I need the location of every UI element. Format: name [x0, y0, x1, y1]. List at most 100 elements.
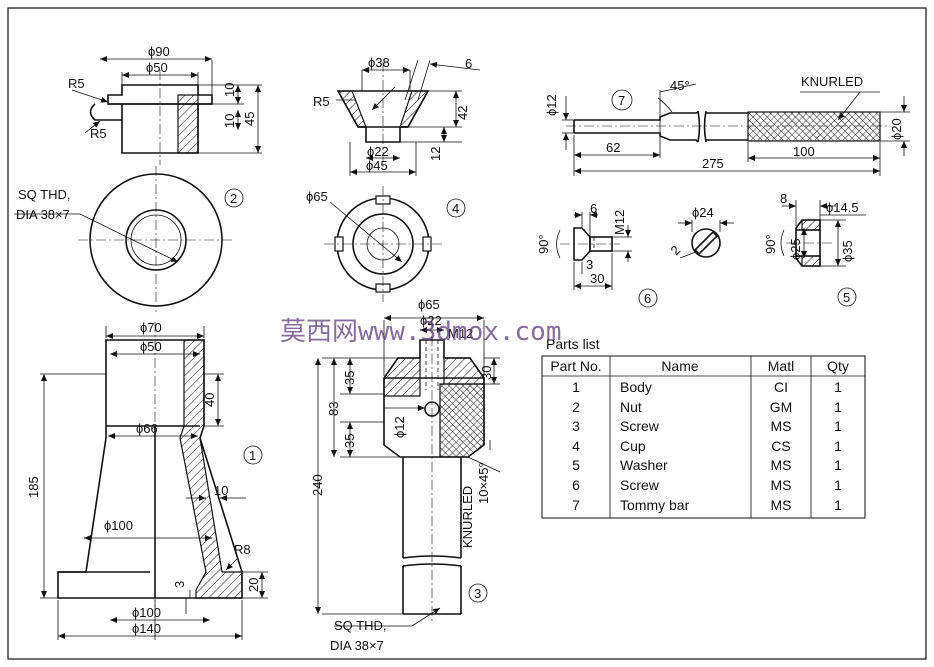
washer-dim-angle: 90°: [763, 234, 778, 254]
parts-row-5-qty: 1: [834, 457, 842, 473]
parts-row-2-name: Nut: [620, 399, 642, 415]
parts-row-4-name: Cup: [620, 438, 646, 454]
screw6-dim-head-h: 6: [590, 201, 597, 216]
cup-dim-d-top: ϕ38: [368, 55, 390, 70]
tommy-callout-circle: [611, 89, 633, 111]
body-dim-d-mid: ϕ100: [104, 518, 133, 533]
nut-dim-r-bottom: R5: [90, 126, 107, 141]
parts-row-4-matl: CS: [771, 438, 790, 454]
body-callout-circle: [243, 445, 263, 465]
washer-view: [780, 200, 866, 267]
tommy-callout-number: 7: [618, 93, 625, 108]
washer-dim-d-inner: ϕ14.5: [826, 200, 859, 215]
screw6-callout-circle: [638, 288, 658, 308]
cup-dim-d-base: ϕ45: [366, 158, 388, 173]
screw3-dim-chamfer: 10×45°: [476, 462, 491, 504]
screw6-dim-len-b: 30: [590, 271, 604, 286]
parts-row-5-matl: MS: [771, 457, 792, 473]
nut-callout-circle: [224, 188, 244, 208]
washer-dim-t: 8: [780, 191, 787, 206]
screw3-note-line2: DIA 38×7: [330, 638, 384, 653]
screw3-callout-circle: [468, 583, 488, 603]
nut-dim-h-bottom: 10: [222, 114, 237, 128]
tommy-dim-len-total: 275: [702, 156, 724, 171]
parts-list-title: Parts list: [546, 336, 600, 352]
parts-row-7-matl: MS: [771, 497, 792, 513]
screw3-dim-d-head: ϕ65: [418, 297, 440, 312]
body-dim-d-neck: ϕ66: [136, 421, 158, 436]
parts-row-1-matl: CI: [774, 379, 788, 395]
parts-row-5-no: 5: [572, 457, 580, 473]
watermark-text: 莫西网www.3dmox.com: [280, 317, 562, 347]
cup-callout-circle: [446, 198, 466, 218]
screw6-dim-angle: 90°: [536, 234, 551, 254]
washer-callout-number: 5: [843, 290, 850, 305]
cup-callout-number: 4: [452, 201, 459, 216]
parts-row-1-no: 1: [572, 379, 580, 395]
screw6-dim-thread: M12: [612, 210, 627, 235]
parts-row-4-qty: 1: [834, 438, 842, 454]
body-callout-number: 1: [249, 448, 256, 463]
parts-row-4-no: 4: [572, 438, 580, 454]
body-dim-d-bore: ϕ50: [140, 339, 162, 354]
screw3-callout-number: 3: [474, 586, 481, 601]
body-dim-wall: 10: [214, 483, 228, 498]
nut-dim-h-total: 45: [242, 112, 257, 126]
nut-front-view: [71, 56, 262, 165]
screw3-dim-thread: M12: [448, 326, 473, 341]
tommy-dim-len-knurl: 100: [793, 144, 815, 159]
parts-row-2-qty: 1: [834, 399, 842, 415]
parts-row-7-no: 7: [572, 497, 580, 513]
washer-dim-d-chamfer: ϕ25: [788, 238, 803, 260]
screw3-dim-h-1: 35: [342, 371, 357, 385]
screw3-note-line1: SQ THD,: [334, 618, 387, 633]
screw3-dim-h-head: 83: [326, 402, 341, 416]
tommy-dim-chamfer: 45°: [670, 78, 690, 93]
parts-row-2-matl: GM: [770, 399, 793, 415]
body-dim-h-total: 185: [26, 476, 41, 498]
cup-dim-h-base: 12: [428, 147, 443, 161]
nut-dim-d-inner: ϕ50: [146, 60, 168, 75]
cup-dim-angle: 6: [465, 56, 472, 71]
nut-dim-d-outer: ϕ90: [148, 44, 170, 59]
parts-header-name: Name: [661, 358, 699, 374]
screw6-view: [556, 212, 734, 290]
body-dim-d-base-in: ϕ100: [132, 605, 161, 620]
parts-row-3-qty: 1: [834, 418, 842, 434]
cup-front-view: [336, 59, 481, 176]
body-dim-h-base: 20: [246, 578, 261, 592]
parts-row-6-no: 6: [572, 477, 580, 493]
cup-dim-h-total: 42: [455, 106, 470, 120]
parts-row-5-name: Washer: [620, 457, 668, 473]
nut-note-line2: DIA 38×7: [16, 207, 70, 222]
cup-dim-d-bore: ϕ22: [367, 144, 389, 159]
body-dim-radius: R8: [234, 542, 251, 557]
body-dim-gap: 3: [172, 581, 187, 588]
body-dim-h-top: 40: [202, 393, 217, 407]
screw3-dim-d-hole: ϕ12: [392, 416, 407, 438]
body-dim-d-top: ϕ70: [140, 320, 162, 335]
cup-dim-radius: R5: [313, 94, 330, 109]
parts-row-6-name: Screw: [620, 477, 660, 493]
parts-row-3-no: 3: [572, 418, 580, 434]
body-dim-d-base-out: ϕ140: [132, 621, 161, 636]
parts-row-6-qty: 1: [834, 477, 842, 493]
screw3-dim-h-2: 35: [342, 434, 357, 448]
screw3-dim-h-top: 30: [479, 366, 494, 380]
washer-callout-circle: [837, 287, 857, 307]
nut-callout-number: 2: [230, 191, 237, 206]
nut-dim-h-top: 10: [222, 83, 237, 97]
screw6-dim-slot: 2: [668, 242, 684, 258]
parts-list-table: [541, 355, 866, 519]
cup-plan-view: [324, 186, 442, 302]
tommy-dim-d-shank: ϕ12: [544, 94, 559, 116]
parts-row-7-qty: 1: [834, 497, 842, 513]
washer-dim-d-outer: ϕ35: [840, 240, 855, 262]
parts-row-2-no: 2: [572, 399, 580, 415]
parts-row-1-qty: 1: [834, 379, 842, 395]
parts-row-7-name: Tommy bar: [620, 497, 690, 513]
parts-header-matl: Matl: [768, 358, 794, 374]
parts-header-part-no: Part No.: [550, 358, 601, 374]
